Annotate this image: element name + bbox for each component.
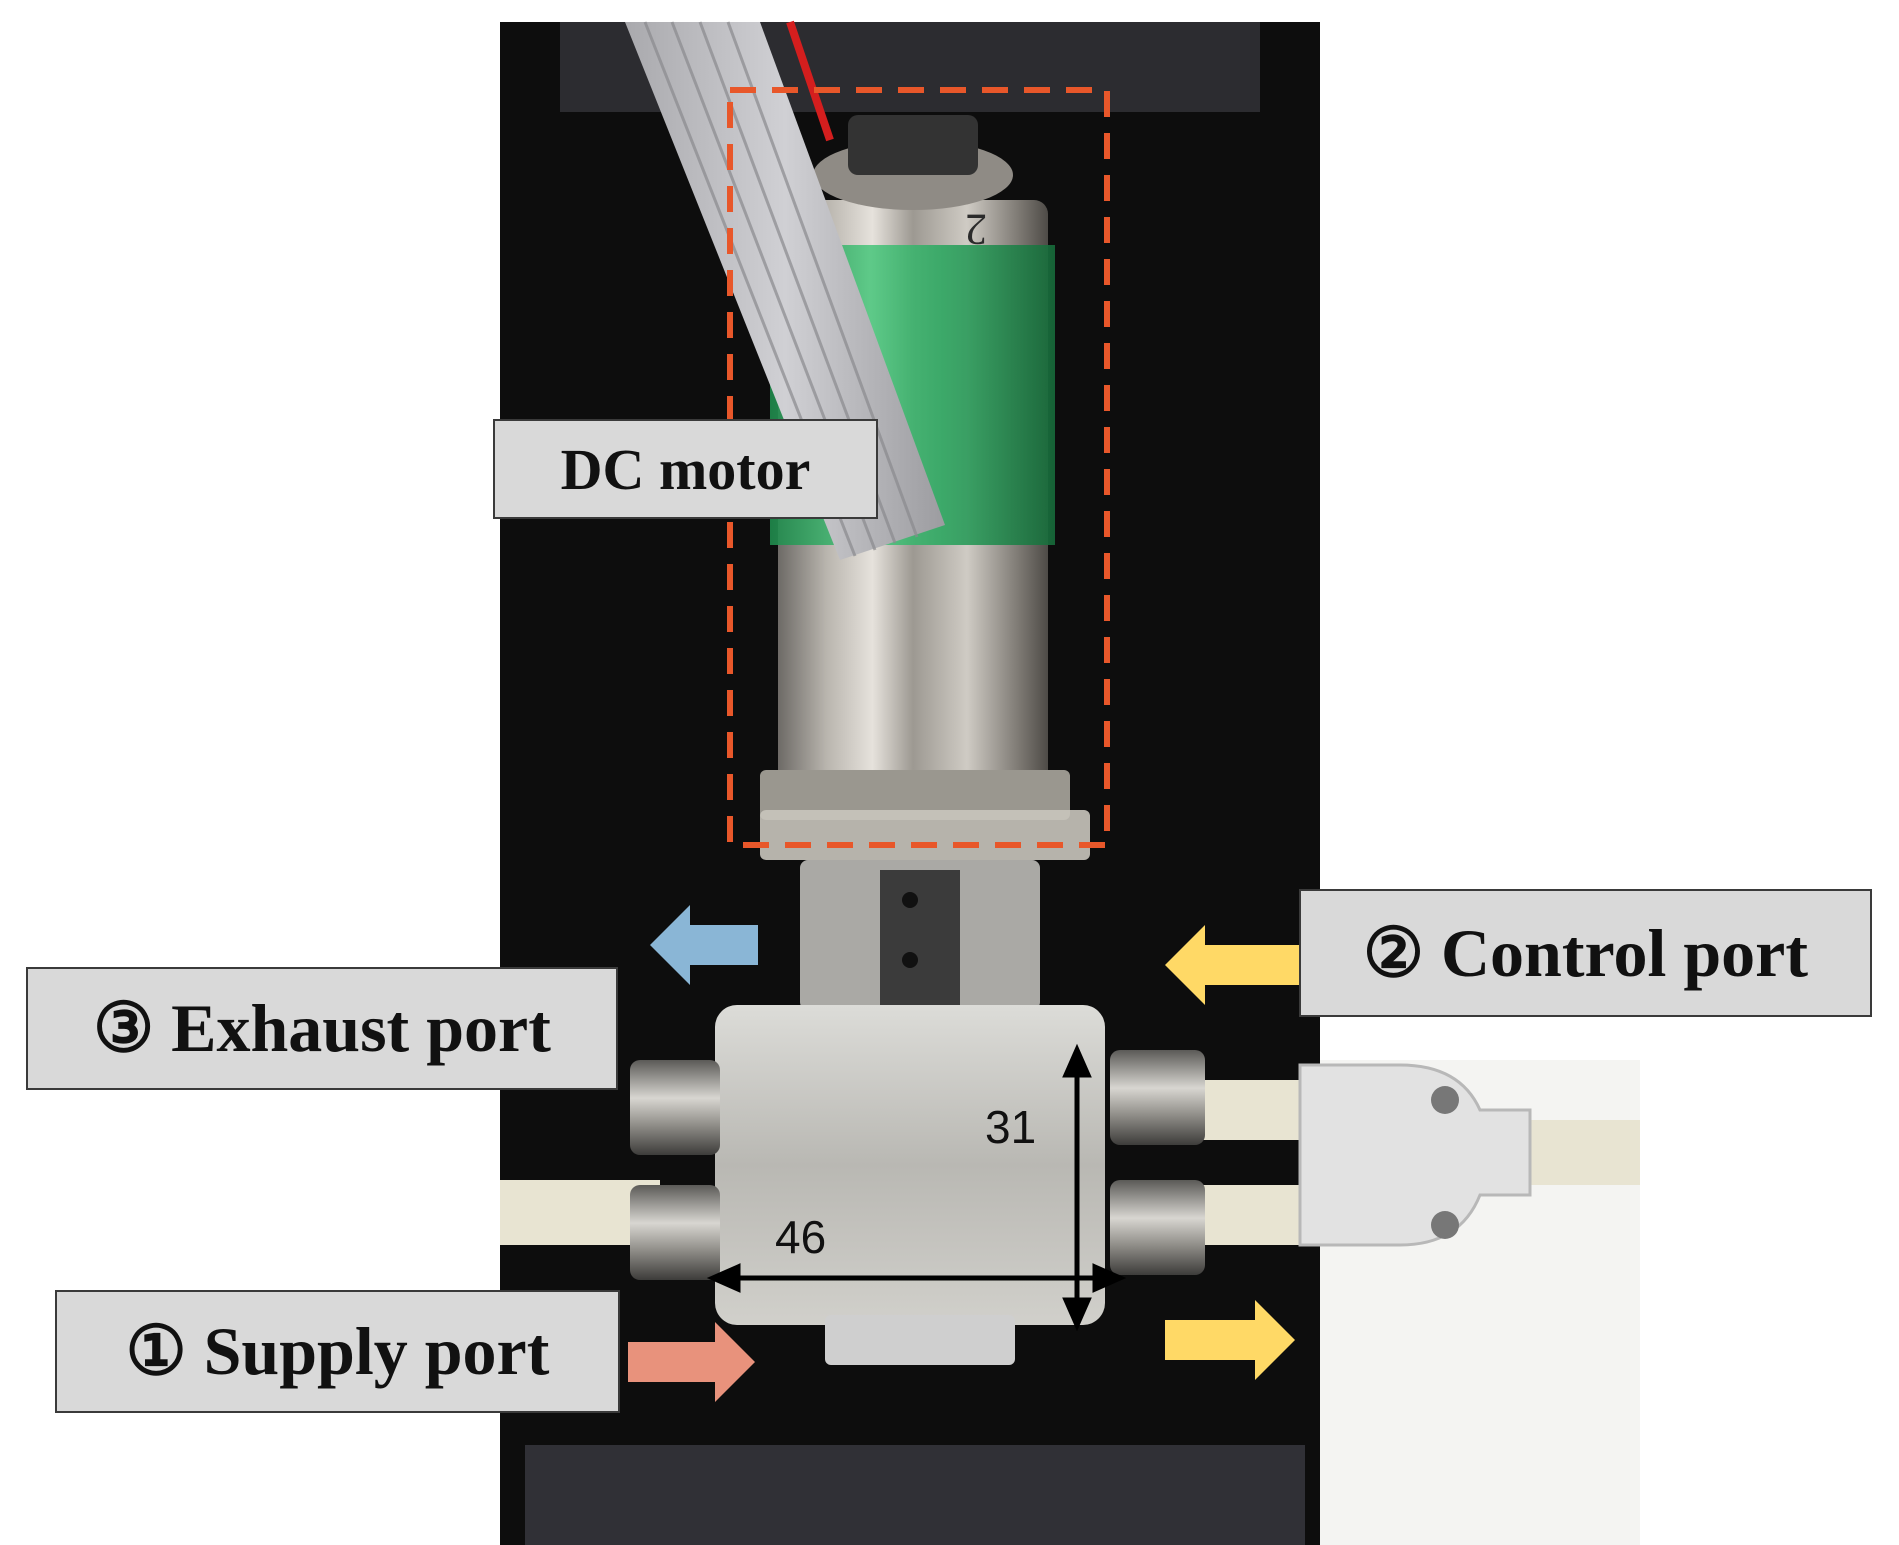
coupling-shaft — [880, 870, 960, 1010]
dimension-width-label: 46 — [775, 1211, 827, 1263]
fitting-left-lower — [630, 1185, 720, 1280]
y-connector — [1298, 1063, 1532, 1247]
control-arrow-in — [1165, 925, 1300, 1005]
y-connector-hole-lower — [1431, 1211, 1459, 1239]
dimension-height-label: 31 — [985, 1101, 1037, 1153]
tube-outlet — [1520, 1120, 1640, 1185]
exhaust-arrow — [650, 905, 758, 985]
motor-mount-plate — [760, 810, 1090, 860]
y-connector-hole-upper — [1431, 1086, 1459, 1114]
supply-arrow — [628, 1322, 755, 1402]
motor-end-cap — [848, 115, 978, 175]
motor-marking: 2 — [965, 205, 987, 254]
valve-bottom-plate — [825, 1315, 1015, 1365]
supply-port-label: ① Supply port — [55, 1290, 620, 1413]
tube-right-lower — [1200, 1185, 1310, 1245]
control-arrow-out — [1165, 1300, 1295, 1380]
dimension-width-arrow — [706, 1263, 1127, 1293]
fitting-right-upper — [1110, 1050, 1205, 1145]
tube-right-upper — [1200, 1080, 1310, 1140]
exhaust-port-label: ③ Exhaust port — [26, 967, 618, 1090]
control-port-label: ② Control port — [1299, 889, 1872, 1017]
fitting-left-upper — [630, 1060, 720, 1155]
tape-strip-bottom — [525, 1445, 1305, 1545]
fitting-right-lower — [1110, 1180, 1205, 1275]
motor-flange — [760, 770, 1070, 820]
coupling-screw-1 — [902, 892, 918, 908]
coupling-screw-2 — [902, 952, 918, 968]
dc-motor-label: DC motor — [493, 419, 878, 519]
valve-block — [715, 1005, 1105, 1325]
red-wire — [786, 20, 834, 142]
dc-motor-highlight — [727, 87, 1110, 848]
